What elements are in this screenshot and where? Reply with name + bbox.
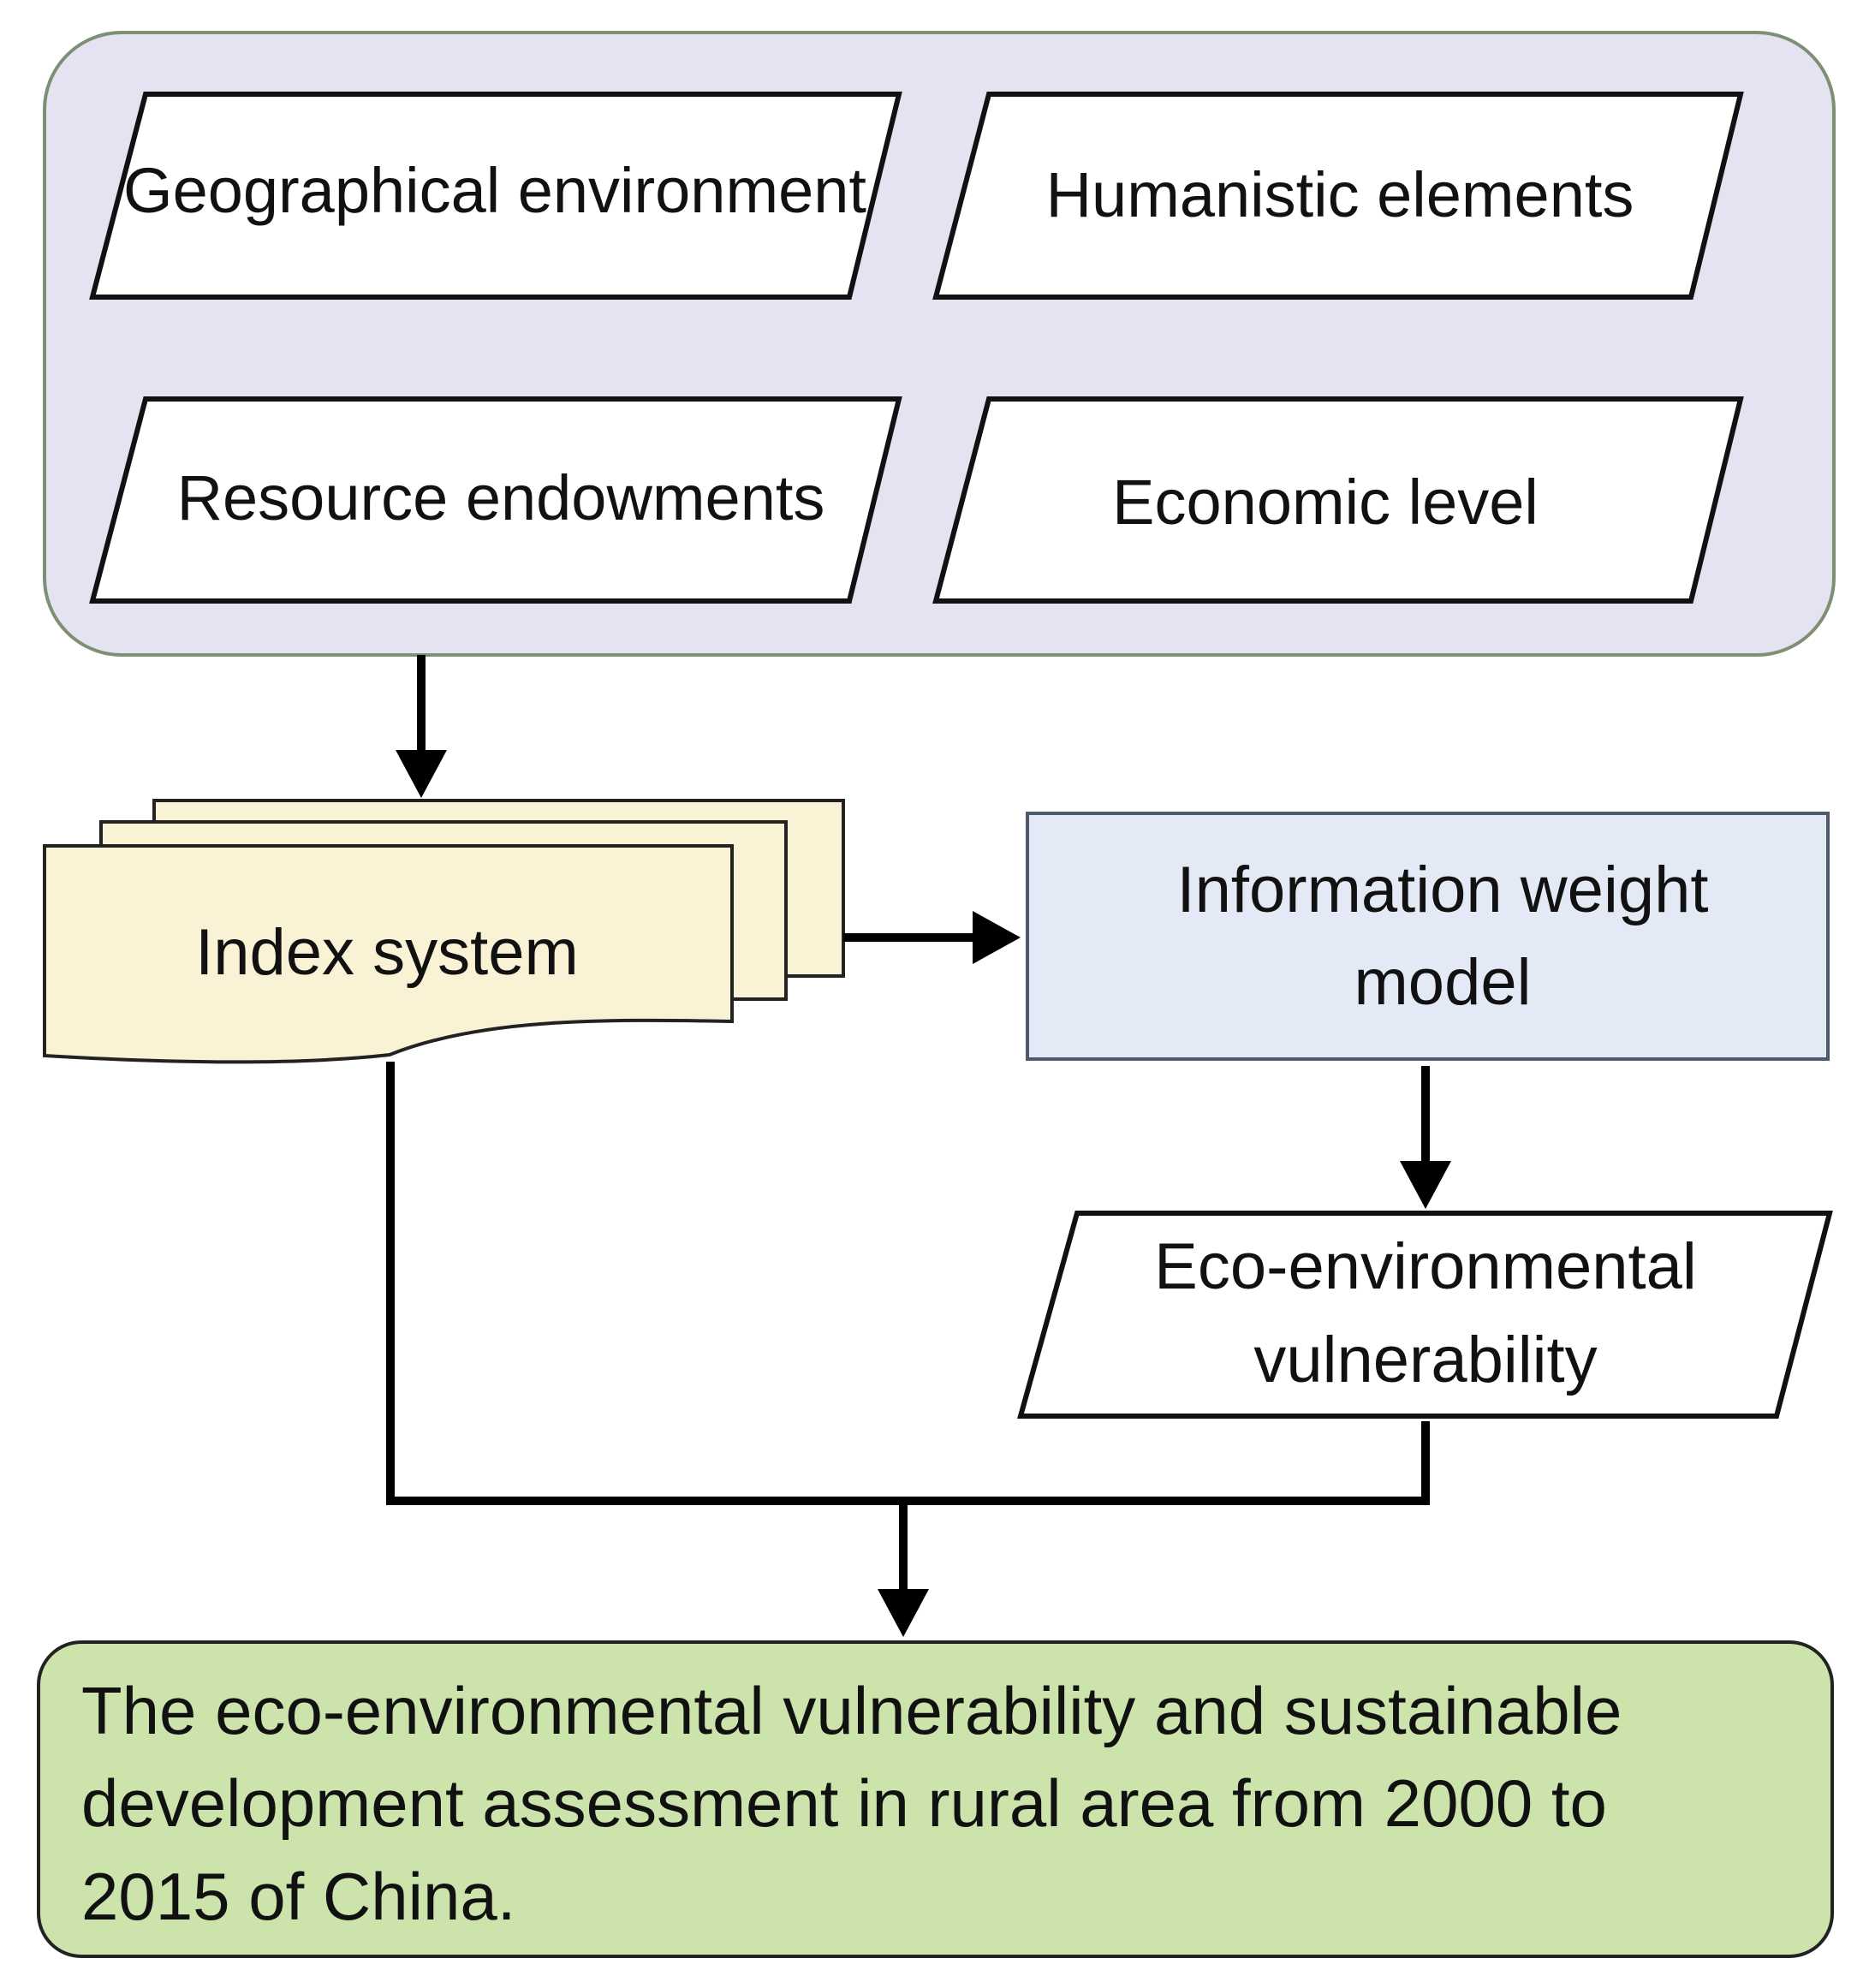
index-system-label: Index system [195, 916, 579, 989]
result-text-line3: 2015 of China. [81, 1859, 515, 1934]
factor-humanistic-elements-box [932, 92, 1744, 300]
factor-geographical-environment-label: Geographical environment [123, 155, 866, 226]
factor-resource-endowments-box [89, 396, 902, 604]
information-weight-model-label-line1: Information weight [1177, 854, 1709, 926]
connector-index-to-merge [386, 1062, 903, 1505]
index-system-front-sheet [43, 844, 734, 1064]
connector-vulnerability-to-merge [899, 1421, 1430, 1505]
factor-geographical-environment-box [89, 92, 902, 300]
information-weight-model-box [1026, 812, 1830, 1061]
factor-humanistic-elements-label: Humanistic elements [1046, 159, 1634, 230]
result-box [37, 1640, 1834, 1958]
arrow-factors-to-index-head [396, 750, 447, 798]
result-text-line1: The eco-environmental vulnerability and … [81, 1673, 1622, 1748]
information-weight-model-label-line2: model [1354, 946, 1532, 1019]
arrow-index-to-model-head [973, 911, 1021, 964]
eco-vulnerability-box [1017, 1211, 1833, 1419]
eco-vulnerability-label-line2: vulnerability [1253, 1324, 1597, 1396]
result-text-line2: development assessment in rural area fro… [81, 1765, 1607, 1841]
arrow-merge-to-result-head [878, 1589, 929, 1637]
factor-economic-level-label: Economic level [1112, 467, 1539, 538]
factor-economic-level-box [932, 396, 1744, 604]
arrow-model-to-vulnerability-head [1400, 1161, 1451, 1209]
factor-resource-endowments-label: Resource endowments [177, 462, 825, 533]
eco-vulnerability-label-line1: Eco-environmental [1154, 1230, 1697, 1303]
